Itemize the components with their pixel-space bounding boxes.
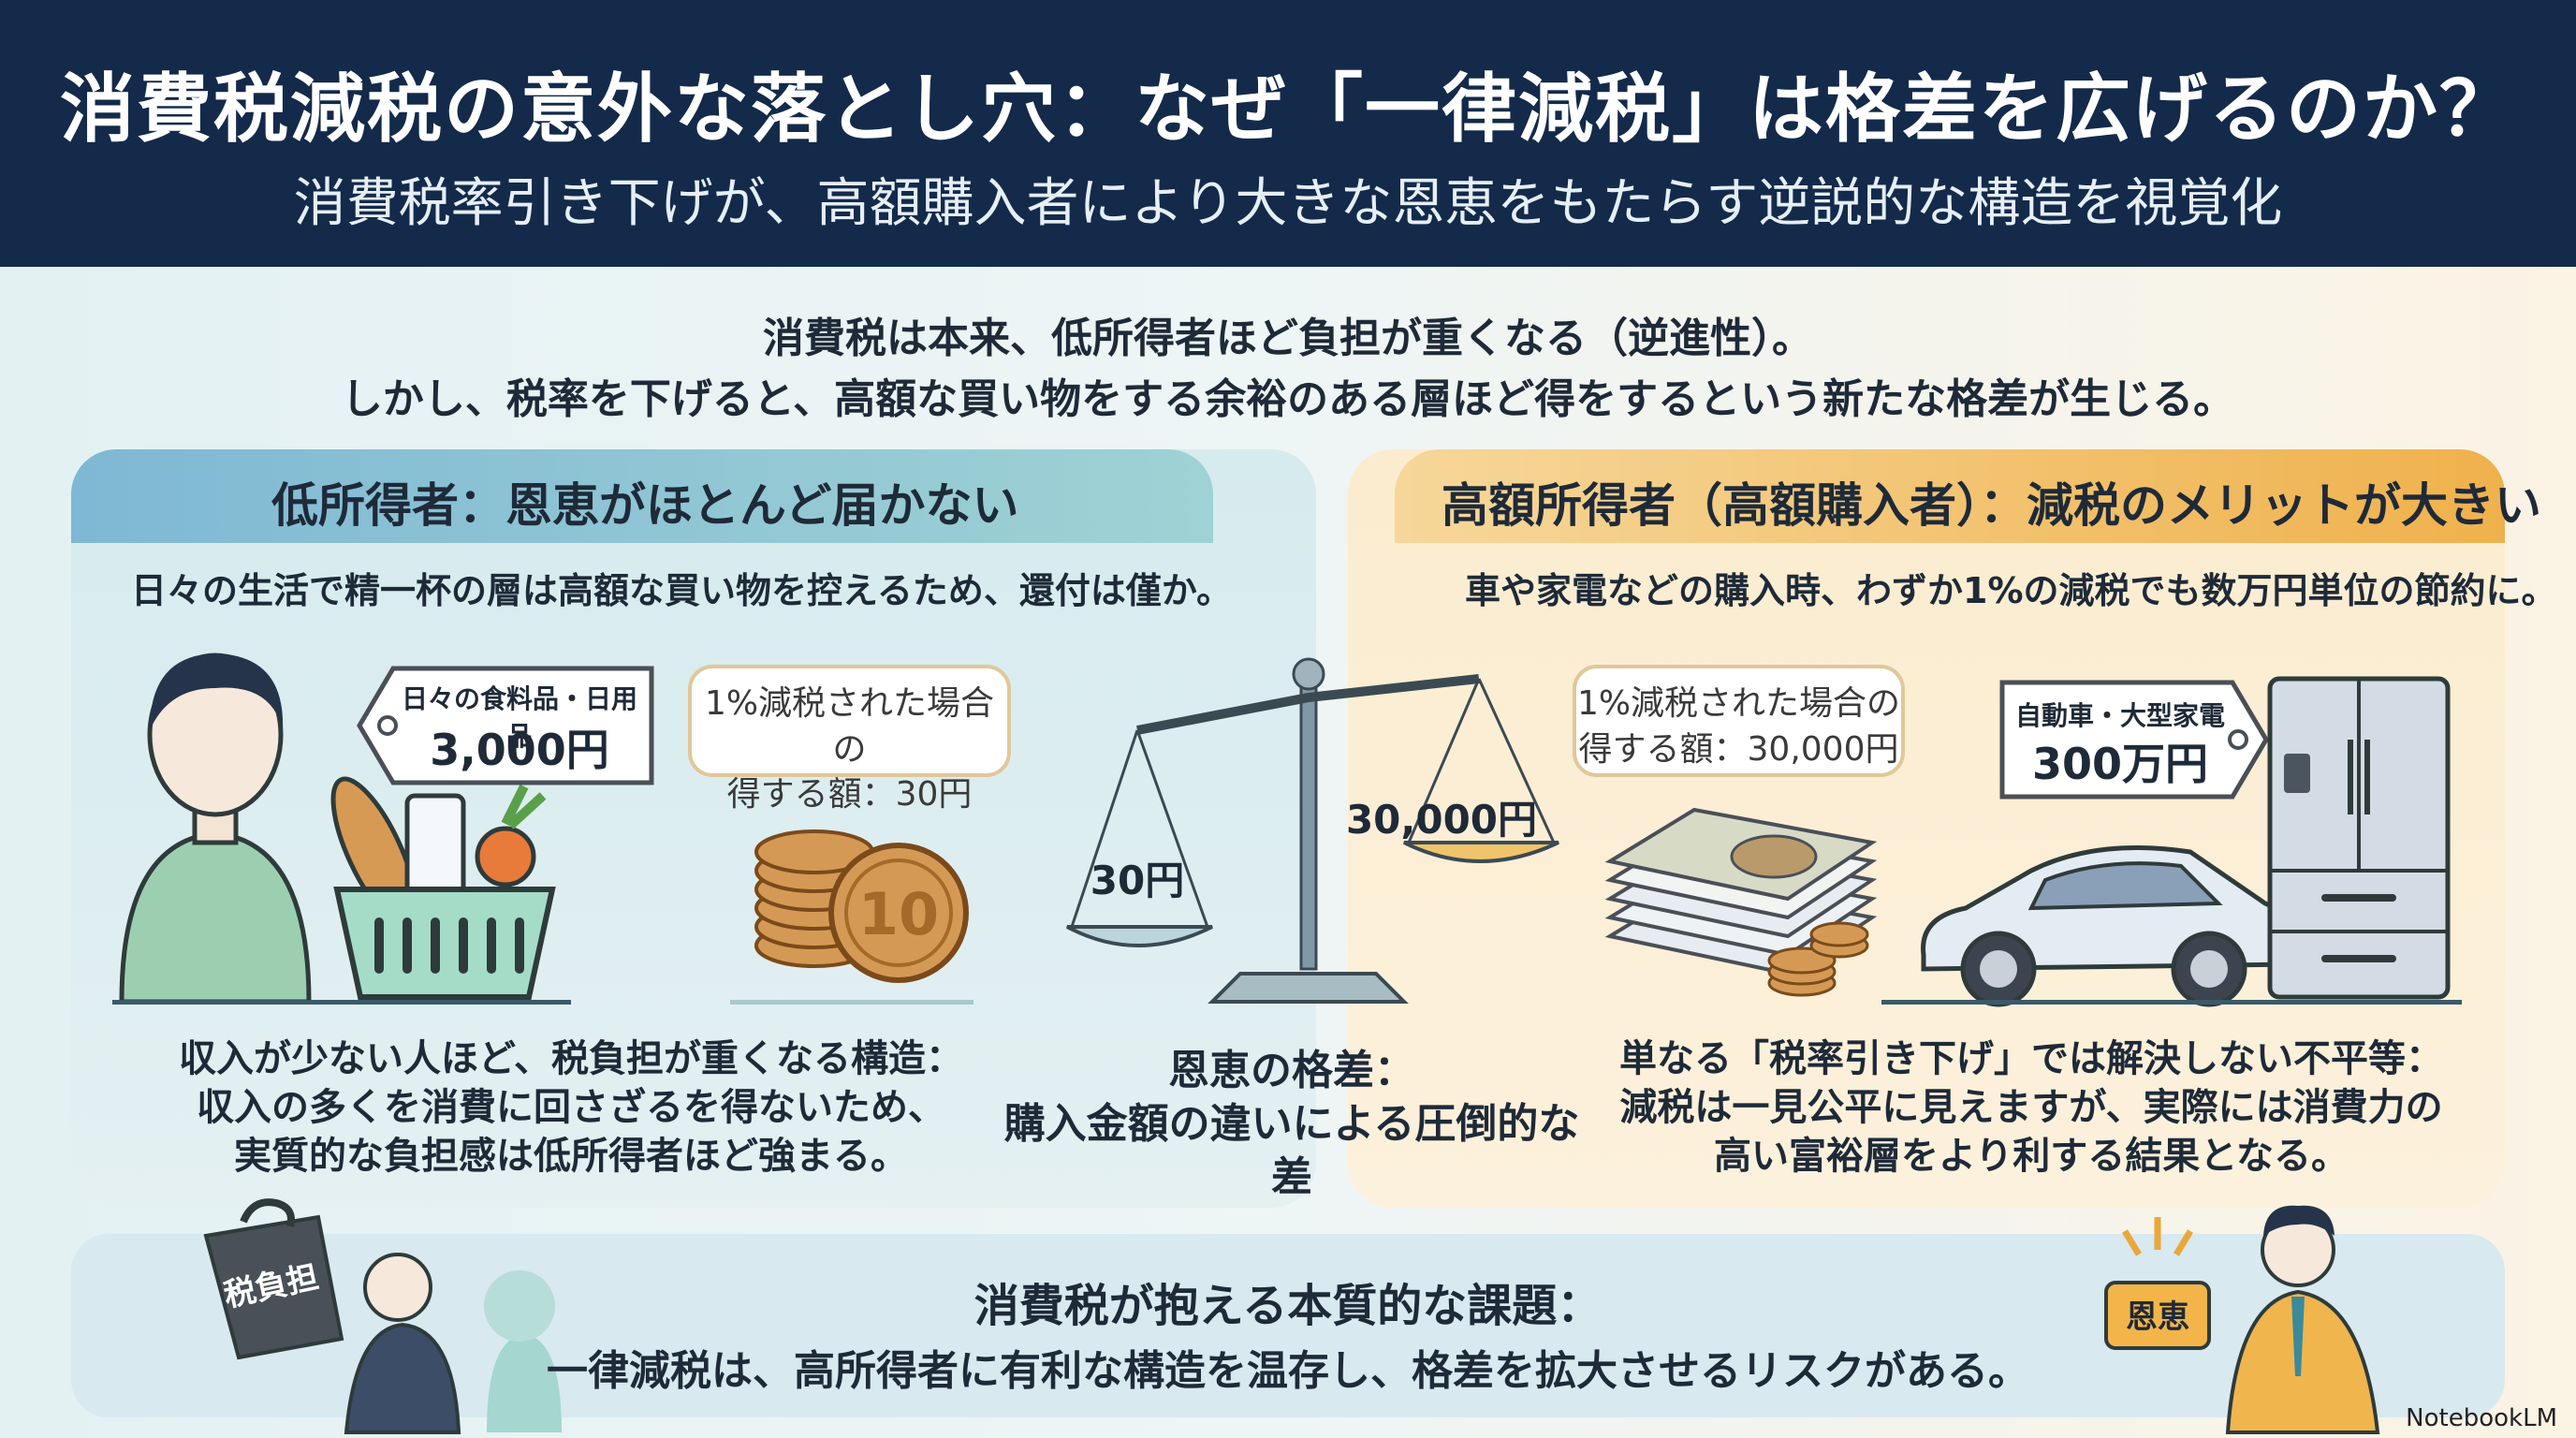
cash-stack-illustration: [1604, 807, 1878, 997]
right-tag-label: 自動車・大型家電: [2014, 700, 2225, 731]
low-income-person-illustration: [119, 653, 312, 1005]
right-bubble-line-1: 1%減税された場合の: [1576, 684, 1901, 723]
car-illustration: [1921, 845, 2297, 1007]
left-bottom-text: 収入が少ない人ほど、税負担が重くなる構造： 収入の多くを消費に回さざるを得ないた…: [103, 1034, 1039, 1181]
right-bottom-line-2: 減税は一見公平に見えますが、実際には消費力の: [1619, 1086, 2443, 1129]
left-bubble-line-2: 得する額：30円: [726, 775, 973, 814]
left-bottom-line-1: 収入が少ない人ほど、税負担が重くなる構造：: [179, 1037, 963, 1080]
center-caption-line-1: 恩恵の格差：: [1168, 1047, 1415, 1094]
left-tag-price: 3,000円: [430, 725, 609, 775]
right-bubble-line-2: 得する額：30,000円: [1578, 729, 1899, 769]
balance-scale-illustration: 30円 30,000円: [1066, 657, 1559, 1004]
bottom-summary-box: [71, 1234, 2505, 1417]
right-benefit-bubble: 1%減税された場合の 得する額：30,000円: [1573, 665, 1905, 777]
brand-watermark: NotebookLM: [2406, 1404, 2557, 1432]
bottom-line-1: 消費税が抱える本質的な課題：: [973, 1280, 1603, 1332]
grocery-basket-illustration: [330, 776, 556, 1000]
center-caption-line-2: 購入金額の違いによる圧倒的な差: [1003, 1100, 1580, 1202]
right-bottom-line-3: 高い富裕層をより利する結果となる。: [1714, 1135, 2349, 1178]
right-bottom-line-1: 単なる「税率引き下げ」では解決しない不平等：: [1619, 1037, 2443, 1080]
coins-ground-line: [730, 1000, 973, 1005]
left-ground-line: [112, 1000, 571, 1005]
scale-right-label: 30,000円: [1346, 797, 1537, 843]
left-tag-label: 日々の食料品・日用品: [401, 683, 637, 752]
benefit-box-label: 恩恵: [2126, 1299, 2189, 1336]
left-panel-title: 低所得者：恩恵がほとんど届かない: [271, 478, 1019, 533]
intro-line-1: 消費税は本来、低所得者ほど負担が重くなる（逆進性）。: [763, 315, 1813, 362]
left-panel-header: [71, 449, 1213, 543]
left-benefit-bubble: 1%減税された場合の 得する額：30円: [688, 665, 1011, 814]
refrigerator-illustration: [2267, 676, 2451, 1000]
benefit-person-illustration: 恩恵: [2104, 1205, 2380, 1434]
right-panel-description: 車や家電などの購入時、わずか1%の減税でも数万円単位の節約に。: [1465, 570, 2557, 611]
page-title: 消費税減税の意外な落とし穴：なぜ「一律減税」は格差を広げるのか？: [60, 66, 2516, 153]
intro-line-2: しかし、税率を下げると、高額な買い物をする余裕のある層ほど得をするという新たな格…: [341, 375, 2235, 423]
right-panel-header: [1395, 449, 2505, 543]
price-tag-shape-left: [357, 666, 654, 785]
burdened-people-illustration: 税負担: [203, 1198, 562, 1434]
left-bottom-line-3: 実質的な負担感は低所得者ほど強まる。: [234, 1135, 908, 1178]
coin-label: 10: [858, 880, 939, 948]
right-ground-line: [1881, 1000, 2462, 1005]
right-panel-title: 高額所得者（高額購入者）：減税のメリットが大きい: [1442, 478, 2541, 533]
right-bottom-text: 単なる「税率引き下げ」では解決しない不平等： 減税は一見公平に見えますが、実際に…: [1610, 1034, 2452, 1181]
bottom-line-2: 一律減税は、高所得者に有利な構造を温存し、格差を拡大させるリスクがある。: [547, 1347, 2029, 1395]
page-subtitle: 消費税率引き下げが、高額購入者により大きな恩恵をもたらす逆説的な構造を視覚化: [293, 173, 2283, 234]
center-caption: 恩恵の格差： 購入金額の違いによる圧倒的な差: [992, 1044, 1591, 1205]
left-panel-description: 日々の生活で精一杯の層は高額な買い物を控えるため、還付は僅か。: [131, 570, 1233, 611]
left-panel: [71, 449, 1316, 1208]
left-bubble-line-1: 1%減税された場合の: [704, 684, 995, 769]
scale-left-label: 30円: [1090, 858, 1184, 903]
left-bottom-line-2: 収入の多くを消費に回さざるを得ないため、: [197, 1086, 945, 1129]
price-tag-shape-right: [1999, 680, 2269, 800]
coins-illustration: 10: [754, 829, 969, 983]
right-tag-price: 300万円: [2031, 739, 2209, 789]
header-banner: [0, 0, 2576, 267]
